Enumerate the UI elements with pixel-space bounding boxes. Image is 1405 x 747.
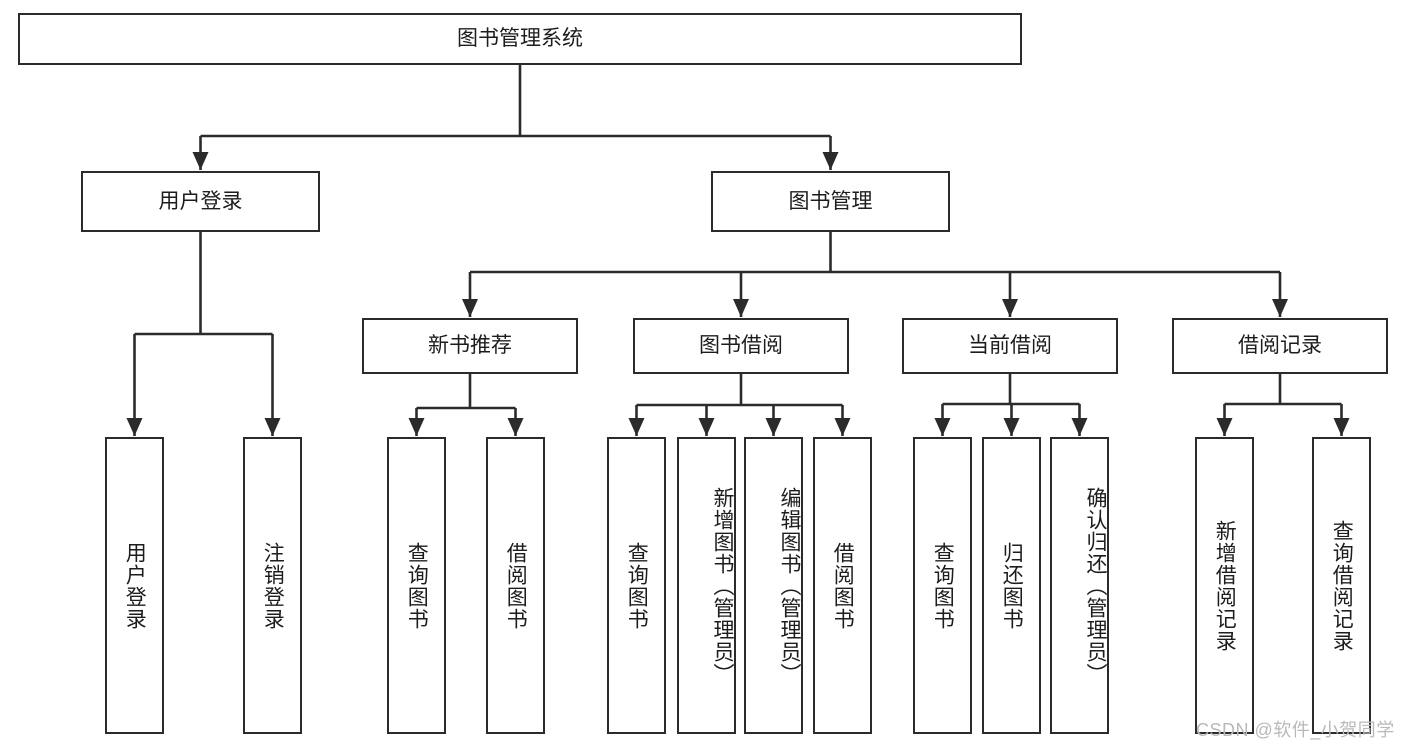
arrowhead: [126, 418, 143, 436]
node-cur-confirm[interactable]: 确认归还（管理员）: [1050, 437, 1109, 734]
arrowhead: [462, 299, 478, 317]
node-label: 图书管理系统: [457, 27, 583, 51]
node-label: 借阅图书: [831, 541, 855, 630]
arrowhead: [628, 418, 645, 436]
node-current[interactable]: 当前借阅: [902, 318, 1118, 374]
arrowhead: [1272, 299, 1288, 317]
arrowhead: [834, 418, 851, 436]
arrowhead: [733, 299, 749, 317]
node-label: 查询借阅记录: [1330, 519, 1354, 652]
node-bw-query[interactable]: 查询图书: [607, 437, 666, 734]
arrowhead: [408, 418, 425, 436]
node-label: 图书管理: [788, 189, 873, 213]
node-bw-lend[interactable]: 借阅图书: [813, 437, 872, 734]
arrowhead: [698, 418, 715, 436]
node-login[interactable]: 用户登录: [81, 171, 320, 232]
node-label: 新增图书（管理员）: [711, 486, 734, 685]
arrowhead: [822, 152, 839, 170]
node-nb-query[interactable]: 查询图书: [387, 437, 446, 734]
node-bw-add[interactable]: 新增图书（管理员）: [677, 437, 736, 734]
arrowhead: [934, 418, 951, 436]
node-label: 借阅图书: [504, 541, 528, 630]
node-records[interactable]: 借阅记录: [1172, 318, 1388, 374]
node-login-in[interactable]: 用户登录: [105, 437, 164, 734]
arrowhead: [1002, 299, 1018, 317]
node-label: 查询图书: [931, 541, 955, 630]
arrowhead: [507, 418, 524, 436]
node-borrow[interactable]: 图书借阅: [633, 318, 849, 374]
node-label: 图书借阅: [699, 334, 783, 358]
arrowhead: [1333, 418, 1350, 436]
arrowhead: [264, 418, 281, 436]
node-label: 当前借阅: [968, 334, 1052, 358]
node-label: 查询图书: [625, 541, 649, 630]
arrowhead: [1003, 418, 1020, 436]
node-bookmgmt[interactable]: 图书管理: [711, 171, 950, 232]
node-rec-add[interactable]: 新增借阅记录: [1195, 437, 1254, 734]
watermark-label: CSDN @软件_小贺同学: [1196, 720, 1395, 740]
node-label: 借阅记录: [1238, 334, 1322, 358]
node-label: 注销登录: [261, 541, 285, 630]
node-label: 查询图书: [405, 541, 429, 630]
node-nb-borrow[interactable]: 借阅图书: [486, 437, 545, 734]
node-label: 新书推荐: [428, 334, 512, 358]
node-bw-edit[interactable]: 编辑图书（管理员）: [744, 437, 803, 734]
arrowhead: [192, 152, 209, 170]
node-label: 编辑图书（管理员）: [778, 486, 801, 685]
arrowhead: [765, 418, 782, 436]
arrowhead: [1071, 418, 1088, 436]
node-label: 用户登录: [123, 541, 147, 630]
node-rec-query[interactable]: 查询借阅记录: [1312, 437, 1371, 734]
node-login-out[interactable]: 注销登录: [243, 437, 302, 734]
node-newbook[interactable]: 新书推荐: [362, 318, 578, 374]
arrowhead: [1216, 418, 1233, 436]
node-cur-query[interactable]: 查询图书: [913, 437, 972, 734]
node-label: 确认归还（管理员）: [1084, 486, 1107, 685]
node-cur-return[interactable]: 归还图书: [982, 437, 1041, 734]
node-label: 新增借阅记录: [1213, 519, 1237, 652]
node-root[interactable]: 图书管理系统: [18, 13, 1022, 65]
node-label: 用户登录: [158, 189, 243, 213]
node-label: 归还图书: [1000, 541, 1024, 630]
